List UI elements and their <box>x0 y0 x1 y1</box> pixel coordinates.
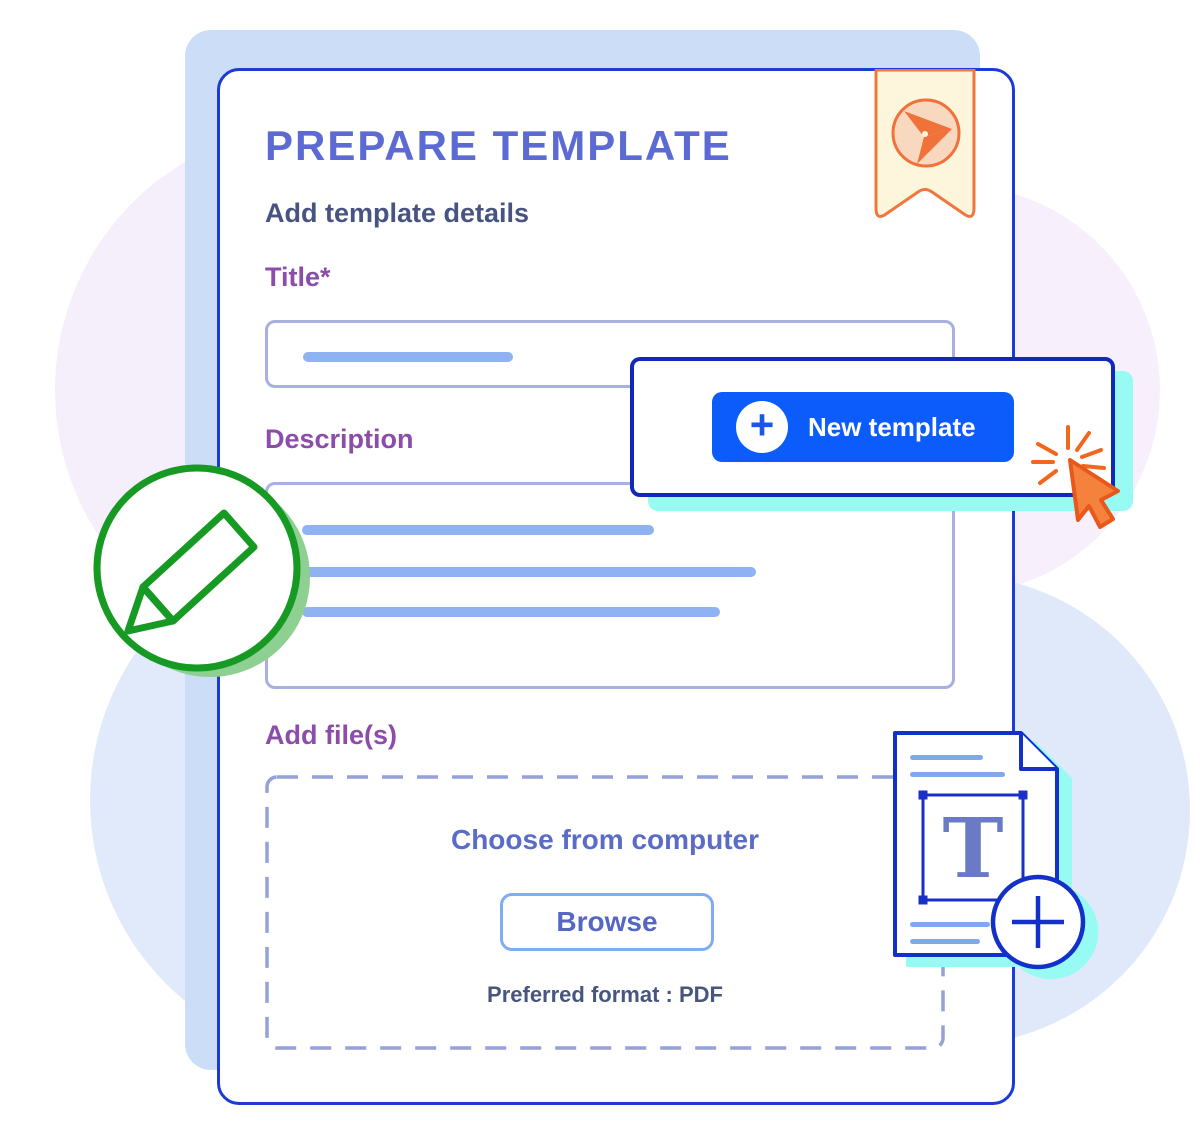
new-template-popup: + New template <box>630 357 1115 497</box>
browse-button[interactable]: Browse <box>500 893 714 951</box>
file-dropzone[interactable] <box>265 775 945 1050</box>
description-placeholder-line <box>302 525 654 535</box>
cursor-click-icon <box>1031 425 1120 529</box>
new-template-button-label: New template <box>808 411 976 442</box>
title-input[interactable] <box>265 320 955 388</box>
text-tool-letter: T <box>942 801 1003 897</box>
dropzone-dashed-border <box>265 775 945 1050</box>
plus-icon: + <box>736 401 788 453</box>
folded-corner <box>1019 733 1057 771</box>
pencil-icon <box>124 509 258 635</box>
plus-circle-icon <box>990 874 1086 970</box>
text-selection-frame: T <box>918 790 1028 905</box>
format-note: Preferred format : PDF <box>487 982 723 1007</box>
page-title: PREPARE TEMPLATE <box>265 122 732 169</box>
pencil-badge <box>93 464 310 677</box>
description-placeholder-line <box>302 607 720 617</box>
dropzone-heading: Choose from computer <box>450 824 760 855</box>
title-label: Title* <box>265 262 331 292</box>
add-files-label: Add file(s) <box>265 720 397 750</box>
click-rays <box>1031 425 1106 485</box>
page-subtitle: Add template details <box>265 198 530 228</box>
description-placeholder-line <box>305 567 756 577</box>
description-textarea[interactable] <box>265 482 955 689</box>
description-label: Description <box>265 424 414 454</box>
text-file-icon: T <box>893 731 1086 970</box>
new-template-button[interactable]: + New template <box>712 392 1014 462</box>
title-placeholder-line <box>303 352 513 362</box>
bookmark-ribbon-icon <box>874 69 976 218</box>
send-arrow-icon <box>904 111 952 164</box>
